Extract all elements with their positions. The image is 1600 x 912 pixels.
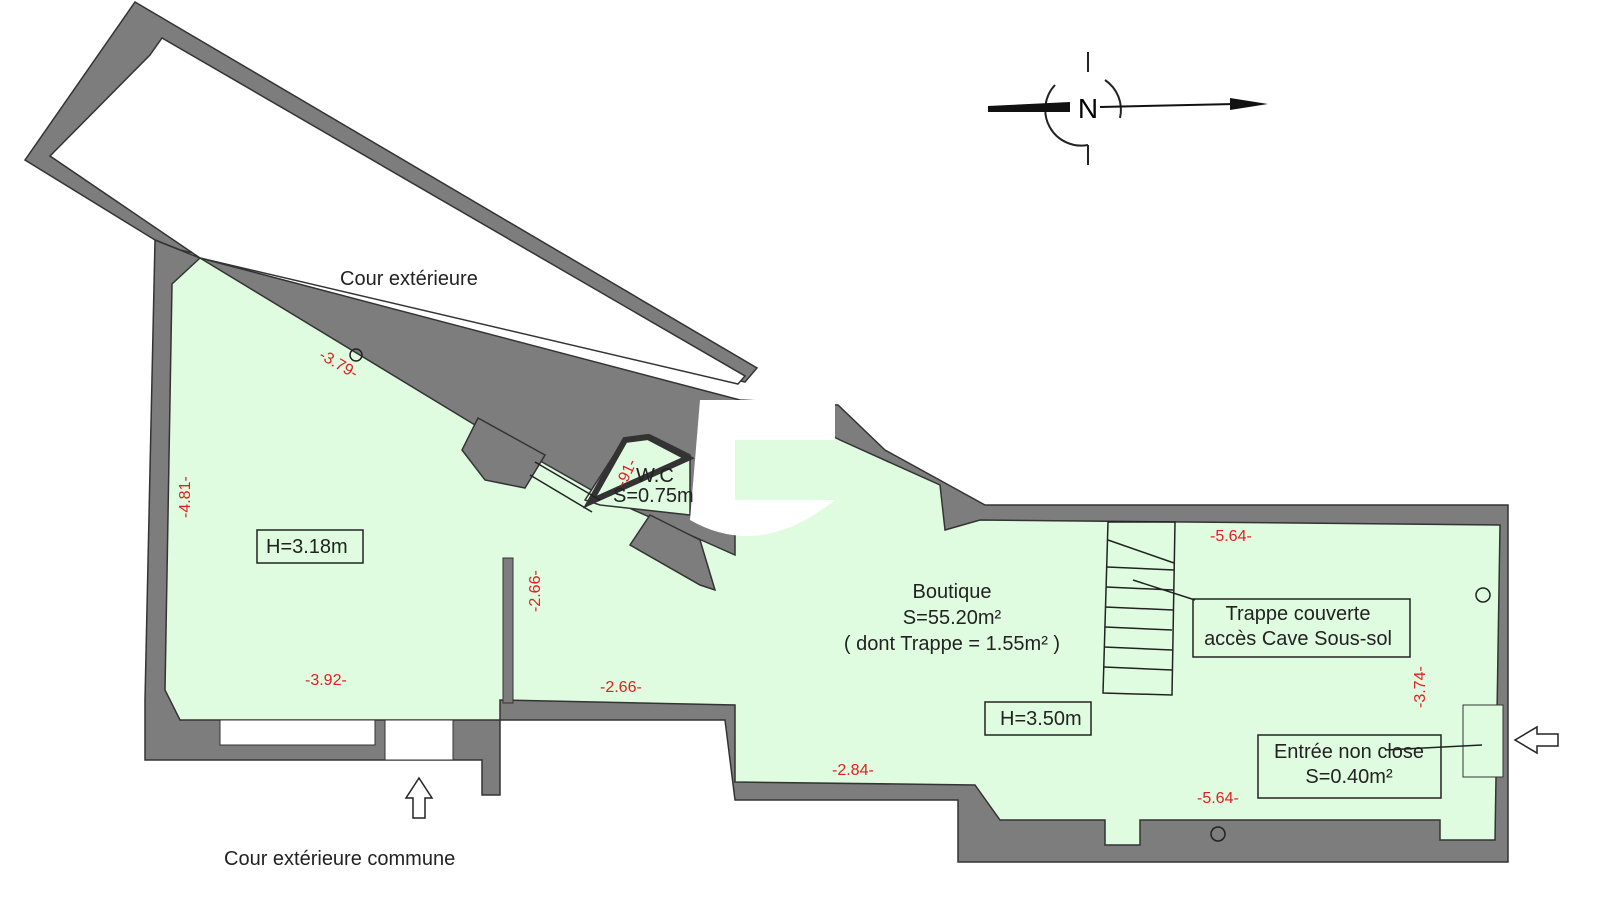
pillar [628,514,717,592]
wc-area: S=0.75m [613,485,694,507]
common-courtyard-label: Cour extérieure commune [224,848,455,870]
boutique-note: ( dont Trappe = 1.55m² ) [844,633,1060,655]
entrance-arrow-icon [1513,725,1559,755]
room-floor-patch [735,440,835,500]
entrance-niche [1462,704,1504,778]
courtyard-area [48,37,747,385]
entrance-arrow-icon [404,776,434,819]
window [534,461,601,501]
boutique-height: H=3.50m [1000,708,1082,730]
window [219,719,376,746]
window [529,474,593,513]
wc-wall [582,433,695,509]
trap-label-1: Trappe couverte [1226,603,1371,625]
column-marker [1475,587,1491,603]
boutique-area: S=55.20m² [903,607,1002,629]
trap-label-box [1192,598,1411,658]
height-box [984,701,1092,736]
height-box [256,529,364,564]
dimension: -5.64- [1197,790,1239,807]
north-label: N [1078,93,1098,124]
entrance-label-box [1257,734,1442,799]
boutique-name: Boutique [913,581,992,603]
room-floor [164,257,1501,846]
dimension: -2.84- [832,762,874,779]
pillar [461,416,547,489]
entrance-label-1: Entrée non close [1274,741,1424,763]
trap-label-2: accès Cave Sous-sol [1204,628,1392,650]
partition-wall [502,557,514,704]
entrance-label-2: S=0.40m² [1305,766,1393,788]
dimension: -3.92- [305,672,347,689]
left-room-height: H=3.18m [266,536,348,558]
dimension: -4.81- [177,476,194,518]
dimension: -2.66- [527,570,544,612]
door-opening [384,719,454,761]
column-marker [349,348,363,362]
wc-name: W.C [636,465,674,487]
stairs [1102,521,1196,696]
courtyard-label: Cour extérieure [340,268,478,290]
dimension: -3.74- [1412,666,1429,708]
north-compass-icon: N [988,52,1268,165]
column-marker [1210,826,1226,842]
dimension: -5.64- [1210,528,1252,545]
dimension: -2.66- [600,679,642,696]
